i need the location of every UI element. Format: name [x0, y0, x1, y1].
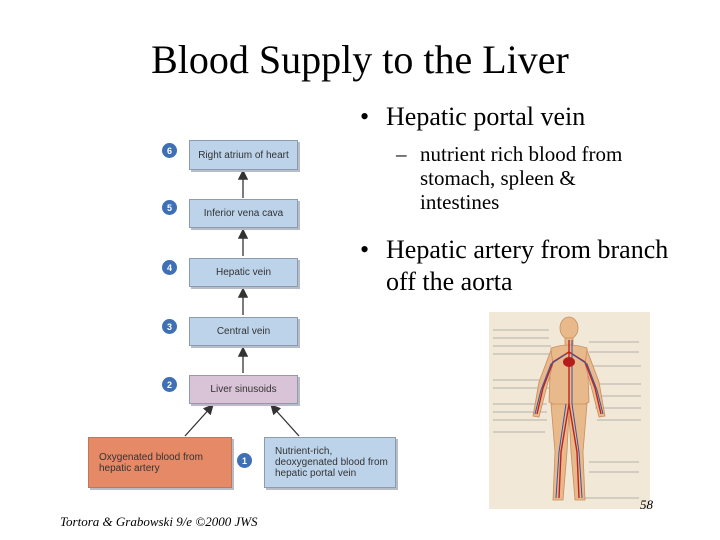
flow-box-hepatic-portal-vein: Nutrient-rich, deoxygenated blood from h… — [264, 437, 396, 488]
bullet-marker: • — [360, 235, 370, 264]
bullet-marker: • — [360, 102, 370, 131]
flow-box-central-vein: Central vein — [189, 317, 298, 346]
flow-box-hepatic-artery: Oxygenated blood from hepatic artery — [88, 437, 232, 488]
sub-bullet-text: nutrient rich blood from stomach, spleen… — [420, 142, 623, 214]
slide-title: Blood Supply to the Liver — [151, 37, 569, 82]
step-badge-5: 5 — [162, 200, 177, 215]
source-credit: Tortora & Grabowski 9/e ©2000 JWS — [60, 514, 258, 529]
sub-bullet-marker: – — [396, 142, 407, 166]
circulatory-system-figure — [493, 316, 641, 501]
arrow-portal-to-sinusoids — [270, 404, 300, 437]
step-badge-2: 2 — [162, 377, 177, 392]
page-number: 58 — [640, 497, 653, 512]
step-badge-1: 1 — [237, 453, 252, 468]
step-badge-6: 6 — [162, 143, 177, 158]
bullet-text: Hepatic portal vein — [386, 102, 586, 131]
step-badge-4: 4 — [162, 260, 177, 275]
step-badge-3: 3 — [162, 319, 177, 334]
bullet-text: Hepatic artery from branch off the aorta — [386, 235, 669, 296]
anatomy-figure — [489, 312, 650, 509]
flow-box-hepatic-vein: Hepatic vein — [189, 258, 298, 287]
flow-box-inferior-vena-cava: Inferior vena cava — [189, 199, 298, 228]
flow-box-liver-sinusoids: Liver sinusoids — [189, 375, 298, 404]
flow-box-right-atrium: Right atrium of heart — [189, 140, 298, 170]
arrow-artery-to-sinusoids — [184, 404, 214, 437]
